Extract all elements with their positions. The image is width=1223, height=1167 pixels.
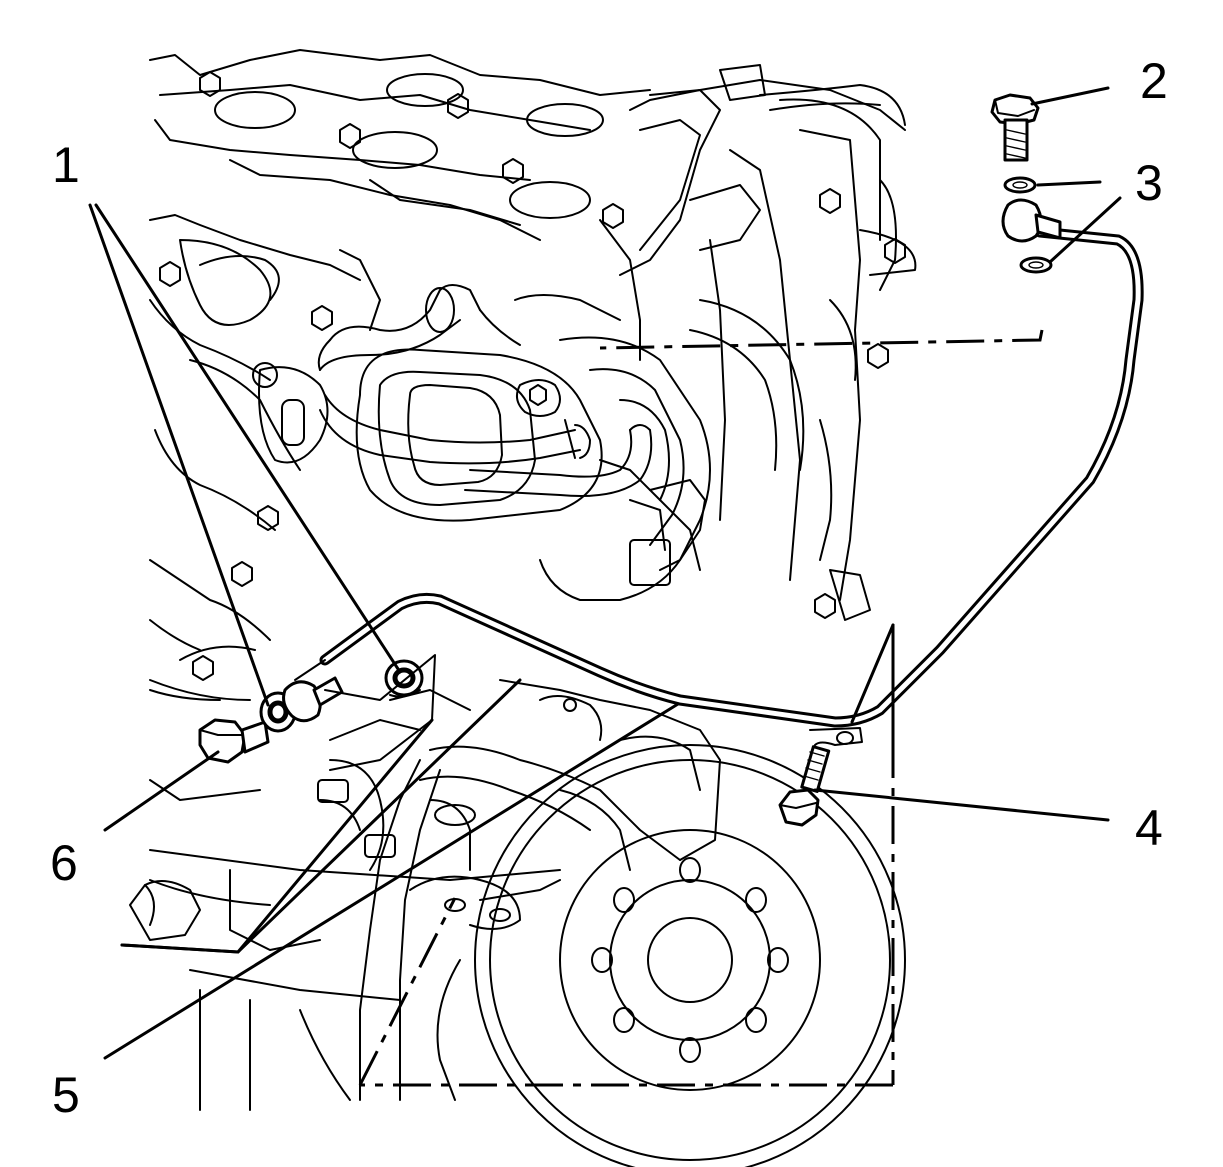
bracket-bolt	[778, 745, 831, 827]
sealing-washer-right	[384, 659, 424, 698]
sealing-washer-lower	[1019, 256, 1053, 274]
fitting-bracket-outline	[324, 654, 436, 771]
pipe-bracket	[809, 727, 863, 746]
callout-2: 2	[1140, 53, 1168, 109]
oil-feed-pipe	[294, 226, 1144, 728]
callout-4: 4	[1135, 800, 1163, 856]
banjo-fitting	[1001, 198, 1062, 243]
sealing-washer-upper	[1003, 176, 1037, 194]
callout-5: 5	[52, 1067, 80, 1123]
leader-lines	[88, 86, 1122, 1060]
callout-3: 3	[1135, 155, 1163, 211]
callout-6: 6	[50, 835, 78, 891]
banjo-fitting-lower	[282, 676, 344, 723]
callout-1: 1	[52, 137, 80, 193]
reference-dashed-lines	[358, 329, 1044, 1087]
engine-block-linework	[129, 49, 917, 1167]
union-nut	[198, 718, 270, 764]
banjo-bolt	[990, 93, 1040, 162]
